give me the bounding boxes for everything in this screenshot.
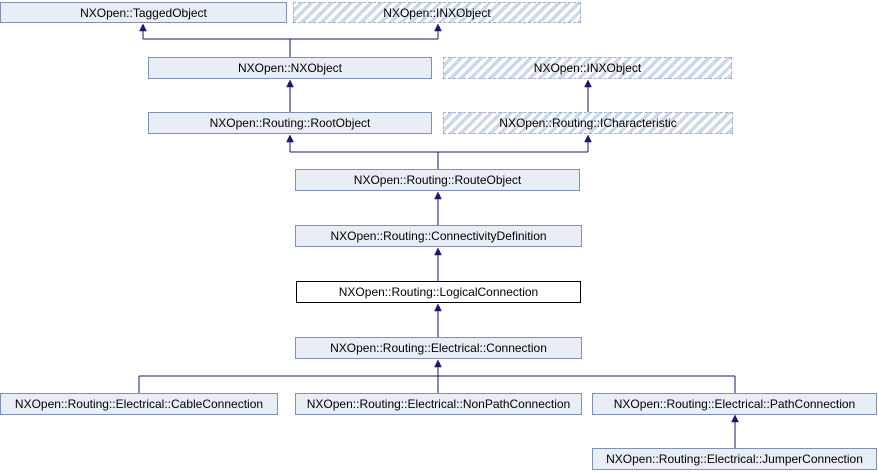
class-node-logicalconnection-main: NXOpen::Routing::LogicalConnection [296, 281, 581, 303]
class-node-inxobject-mid: NXOpen::INXObject [443, 57, 732, 79]
class-node-rootobject[interactable]: NXOpen::Routing::RootObject [148, 112, 432, 134]
class-node-pathconnection[interactable]: NXOpen::Routing::Electrical::PathConnect… [592, 393, 877, 415]
edge-jumperconnection-to-pathconnection [731, 414, 739, 448]
edge-connectivitydefinition-to-routeobject [434, 191, 442, 225]
edge-connection-to-logicalconnection [434, 303, 442, 337]
class-node-nxobject[interactable]: NXOpen::NXObject [148, 57, 432, 79]
edge-rootobject-to-nxobject [286, 79, 294, 112]
class-node-jumperconnection[interactable]: NXOpen::Routing::Electrical::JumperConne… [592, 448, 877, 470]
edge-logicalconnection-to-connectivitydefinition [434, 247, 442, 281]
edge-routeobject-to-rootobject-and-icharacteristic [286, 134, 592, 169]
class-node-electrical-connection[interactable]: NXOpen::Routing::Electrical::Connection [295, 337, 582, 359]
class-node-cableconnection[interactable]: NXOpen::Routing::Electrical::CableConnec… [0, 393, 278, 415]
class-node-routeobject[interactable]: NXOpen::Routing::RouteObject [295, 169, 580, 191]
edge-children-to-connection [138, 359, 736, 393]
edge-nxobject-to-taggedobject-and-inxobject [139, 23, 442, 57]
class-node-icharacteristic: NXOpen::Routing::ICharacteristic [443, 112, 733, 134]
class-node-nonpathconnection[interactable]: NXOpen::Routing::Electrical::NonPathConn… [295, 393, 582, 415]
class-node-inxobject-top: NXOpen::INXObject [293, 2, 581, 23]
class-node-taggedobject[interactable]: NXOpen::TaggedObject [0, 2, 287, 23]
class-node-connectivitydefinition[interactable]: NXOpen::Routing::ConnectivityDefinition [295, 225, 582, 247]
edge-icharacteristic-to-inxobject [584, 79, 592, 112]
